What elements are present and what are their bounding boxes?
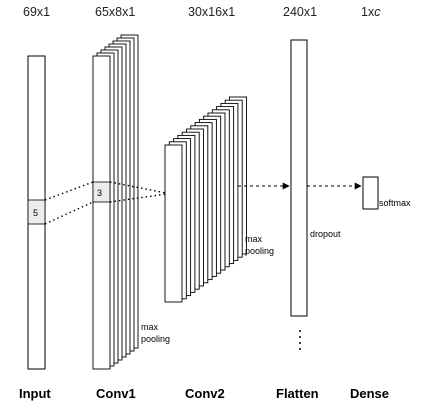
- conv1-kernel-size: 3: [97, 188, 102, 198]
- input-conv1-connector-bottom: [44, 201, 94, 225]
- conv1-layer-name: Conv1: [96, 386, 136, 401]
- conv2-pool-label-2: pooling: [245, 246, 274, 256]
- input-conv1-connector-top: [44, 181, 94, 201]
- flatten-continuation-dots: [299, 330, 301, 350]
- conv2-feature-maps: [164, 96, 247, 303]
- input-layer-name: Input: [19, 386, 51, 401]
- conv1-pool-label-1: max: [141, 322, 159, 332]
- dropout-label: dropout: [310, 229, 341, 239]
- conv1-feature-maps: [92, 34, 139, 370]
- flatten-vector: [290, 39, 308, 317]
- conv2-pool-label-1: max: [245, 234, 263, 244]
- input-dim-label: 69x1: [23, 5, 50, 19]
- input-kernel-window: [27, 199, 46, 225]
- conv1-conv2-connector-top: [109, 181, 167, 194]
- flatten-layer-name: Flatten: [276, 386, 319, 401]
- conv1-map-1: [92, 55, 111, 370]
- conv1-kernel-window: [92, 181, 111, 203]
- conv1-dim-label: 65x8x1: [95, 5, 135, 19]
- conv1-pool-label-2: pooling: [141, 334, 170, 344]
- dense-layer-name: Dense: [350, 386, 389, 401]
- conv2-layer-name: Conv2: [185, 386, 225, 401]
- flatten-dim-label: 240x1: [283, 5, 317, 19]
- dense-dim-label: 1xc: [361, 5, 381, 19]
- input-kernel-size: 5: [33, 208, 38, 218]
- softmax-label: softmax: [379, 198, 411, 208]
- conv2-map-1: [164, 144, 183, 303]
- dense-unit: [362, 176, 379, 210]
- conv1-conv2-connector-bottom: [109, 193, 167, 203]
- conv2-dim-label: 30x16x1: [188, 5, 235, 19]
